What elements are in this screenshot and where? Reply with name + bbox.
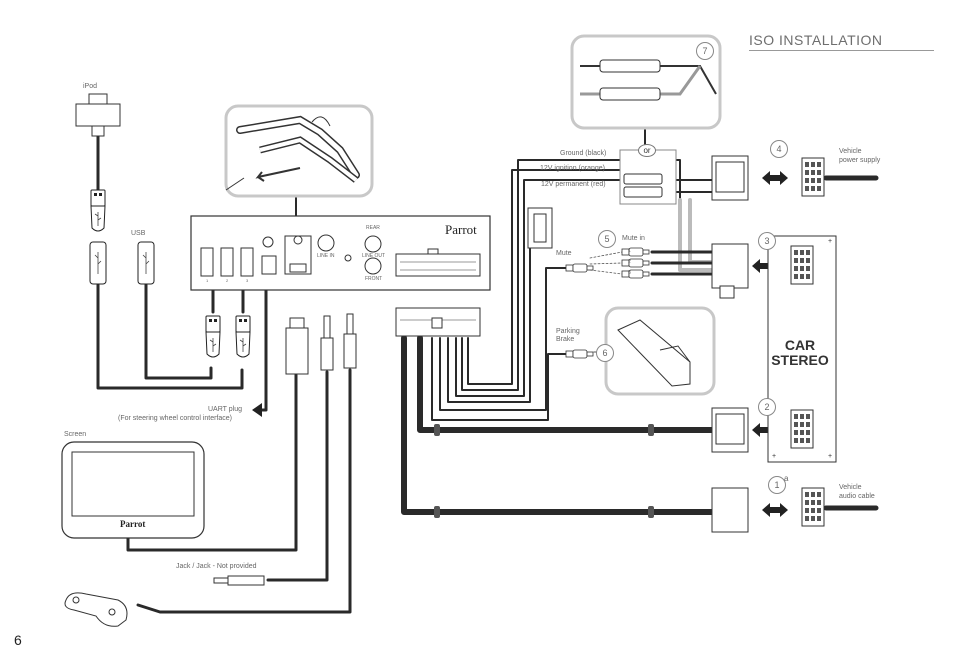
car-stereo-label: CAR STEREO (770, 338, 830, 367)
parking-label: Parking (556, 328, 580, 335)
screen-brand-logo: Parrot (120, 519, 146, 529)
vehicle-audio-plug (801, 487, 825, 527)
page-title: ISO INSTALLATION (749, 32, 883, 48)
vehicle-audio-label: Vehicle (839, 484, 862, 491)
front-label: FRONT (365, 276, 383, 282)
usb-plug-b (235, 315, 251, 358)
mute-label: Mute (556, 250, 572, 257)
ground-label: Ground (black) (560, 150, 607, 157)
car-stereo-device: + + + + (767, 235, 837, 463)
vehicle-audio-sublabel: audio cable (839, 493, 875, 500)
arrow-4-icon (762, 171, 788, 185)
usb-label: USB (131, 230, 146, 237)
ipod-connector (75, 93, 121, 137)
svg-text:+: + (828, 238, 832, 245)
parking-brake-detail (604, 306, 716, 396)
mute-in-num-2: 2 (628, 259, 631, 265)
uart-arrow-icon (252, 403, 262, 417)
ipod-label: iPod (83, 83, 98, 90)
step-1-sup: a (784, 474, 789, 483)
usb-plug-ipod (90, 189, 106, 232)
fuse-detail-box (570, 34, 722, 130)
usb-socket-1 (89, 241, 107, 285)
step-2-badge: 2 (758, 398, 776, 416)
car-stereo-line2: STEREO (771, 351, 829, 368)
permanent-label: 12V permanent (red) (541, 181, 606, 188)
step-5-badge: 5 (598, 230, 616, 248)
mute-in-rca-1 (621, 247, 650, 257)
brake-label: Brake (556, 336, 575, 343)
mute-rca (565, 263, 594, 273)
cable-group (96, 126, 879, 614)
rear-label: REAR (366, 225, 380, 231)
mute-in-label: Mute in (622, 235, 645, 242)
harness-clip (527, 207, 553, 249)
line-in-jack (320, 315, 334, 371)
unit-brand-logo: Parrot (445, 222, 477, 237)
step-7-badge: 7 (696, 42, 714, 60)
arrow-1-icon (762, 503, 788, 517)
step-6-badge: 6 (596, 344, 614, 362)
usb-port-number-2: 2 (226, 278, 229, 283)
vehicle-power-sublabel: power supply (839, 157, 881, 164)
mute-in-rca-3 (621, 269, 650, 279)
step-4-badge: 4 (770, 140, 788, 158)
svg-text:+: + (772, 453, 776, 460)
usb-port-number-1: 1 (206, 278, 209, 283)
jack-cable-icon (213, 575, 265, 586)
microphone-icon (64, 592, 128, 627)
line-out-label: LINE OUT (362, 253, 386, 259)
jack-label: Jack / Jack - Not provided (176, 563, 257, 570)
iso-plug-1 (711, 487, 749, 533)
iso-plug-power (711, 155, 749, 201)
screen-device (61, 441, 205, 539)
vehicle-power-label: Vehicle (839, 148, 862, 155)
fuse-holders (619, 149, 677, 205)
mute-in-num-1: 1 (628, 248, 631, 254)
usb-port-number-3: 3 (246, 278, 249, 283)
main-unit (190, 215, 491, 291)
mute-in-num-3: 3 (628, 270, 631, 276)
car-stereo-line1: CAR (784, 337, 816, 353)
parking-rca (565, 349, 594, 359)
screen-label: Screen (64, 431, 87, 438)
page-number: 6 (14, 632, 22, 648)
step-3-badge: 3 (758, 232, 776, 250)
iso-plug-2 (711, 407, 749, 453)
or-badge: or (638, 144, 656, 157)
ignition-label: 12V ignition (orange) (540, 165, 605, 172)
screen-plug (285, 317, 309, 375)
line-in-port-label: LINE IN (317, 253, 335, 259)
mute-in-rca-2 (621, 258, 650, 268)
title-divider (749, 50, 934, 51)
usb-plug-a (205, 315, 221, 358)
iso-harness-connector (395, 307, 481, 337)
wire-twist-detail (224, 104, 374, 198)
vehicle-power-plug (801, 157, 825, 197)
step-1-badge: 1 (768, 476, 786, 494)
uart-label: UART plug (208, 406, 242, 413)
iso-plug-3 (711, 243, 749, 299)
svg-text:+: + (828, 453, 832, 460)
usb-socket-2 (137, 241, 155, 285)
uart-sublabel: (For steering wheel control interface) (118, 415, 232, 422)
mic-jack (343, 313, 357, 369)
